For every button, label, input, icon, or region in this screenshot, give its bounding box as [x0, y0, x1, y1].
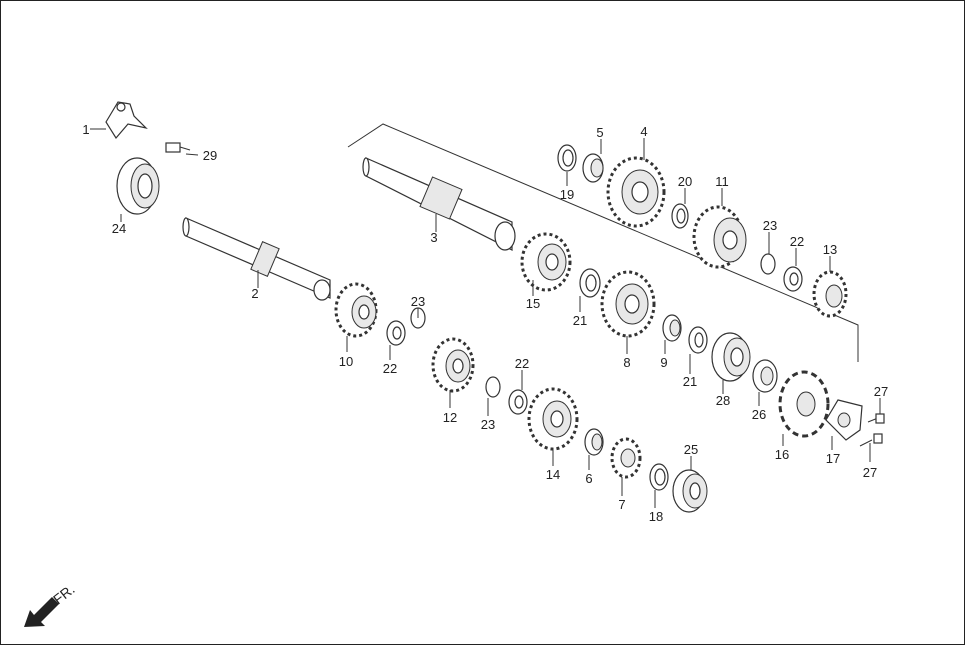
- part-22-washer-upper: [783, 266, 803, 292]
- label-23b: 23: [481, 417, 495, 432]
- label-1: 1: [82, 122, 89, 137]
- part-18-washer: [649, 463, 669, 491]
- part-7-gear: [610, 437, 642, 479]
- front-direction-indicator: FR.: [24, 581, 78, 627]
- part-labels: 1 2 3 4 5 6 7 8 9 10 11 12 13 14 15 16 1…: [82, 122, 888, 524]
- label-8: 8: [623, 355, 630, 370]
- part-29-bolt: [165, 142, 191, 153]
- label-22b: 22: [515, 356, 529, 371]
- part-17-plate: [825, 399, 863, 441]
- label-20: 20: [678, 174, 692, 189]
- label-16: 16: [775, 447, 789, 462]
- part-27-bolt-b: [859, 433, 883, 447]
- label-2: 2: [251, 286, 258, 301]
- label-18: 18: [649, 509, 663, 524]
- front-arrow-icon: [24, 597, 59, 627]
- label-6: 6: [585, 471, 592, 486]
- part-8-gear: [600, 270, 656, 338]
- label-28: 28: [716, 393, 730, 408]
- part-4-gear: [606, 156, 666, 228]
- part-12-gear: [431, 337, 475, 393]
- part-27-bolt-a: [867, 413, 885, 424]
- label-21b: 21: [683, 374, 697, 389]
- part-21-washer-b: [688, 326, 708, 354]
- label-15: 15: [526, 296, 540, 311]
- label-7: 7: [618, 497, 625, 512]
- label-29: 29: [203, 148, 217, 163]
- part-9-bushing: [662, 314, 682, 342]
- part-5-bushing: [582, 153, 604, 183]
- label-17: 17: [826, 451, 840, 466]
- label-4: 4: [640, 124, 647, 139]
- part-26-seal: [752, 359, 778, 393]
- leader-lines: [90, 128, 881, 508]
- label-10: 10: [339, 354, 353, 369]
- part-14-gear: [527, 387, 579, 451]
- label-22a: 22: [383, 361, 397, 376]
- label-3: 3: [430, 230, 437, 245]
- part-24-bearing: [116, 157, 160, 215]
- label-24: 24: [112, 221, 126, 236]
- part-22-washer-a: [386, 320, 406, 346]
- label-5: 5: [596, 125, 603, 140]
- label-12: 12: [443, 410, 457, 425]
- part-21-washer-a: [579, 268, 601, 298]
- part-11-gear: [692, 205, 747, 269]
- label-25: 25: [684, 442, 698, 457]
- label-23c: 23: [763, 218, 777, 233]
- label-27a: 27: [874, 384, 888, 399]
- label-27b: 27: [863, 465, 877, 480]
- part-13-gear: [812, 270, 848, 318]
- part-2-mainshaft: [182, 217, 331, 301]
- part-25-bearing: [672, 469, 708, 513]
- label-26: 26: [752, 407, 766, 422]
- part-19-washer: [557, 144, 577, 172]
- part-15-gear: [520, 232, 572, 292]
- part-3-countershaft: [362, 157, 516, 251]
- label-19: 19: [560, 187, 574, 202]
- label-11: 11: [715, 174, 729, 189]
- part-6-bushing: [584, 428, 604, 456]
- part-16-sprocket: [778, 370, 830, 438]
- label-22c: 22: [790, 234, 804, 249]
- part-10-gear: [334, 282, 378, 338]
- group-outline: [347, 123, 859, 362]
- part-23-circlip-b: [485, 376, 501, 398]
- label-21a: 21: [573, 313, 587, 328]
- label-9: 9: [660, 355, 667, 370]
- part-22-washer-b: [508, 389, 528, 415]
- label-23a: 23: [411, 294, 425, 309]
- label-14: 14: [546, 467, 560, 482]
- label-13: 13: [823, 242, 837, 257]
- part-23-circlip-upper: [760, 253, 776, 275]
- part-20-washer: [671, 203, 689, 229]
- part-28-bearing: [711, 332, 751, 382]
- part-1-arm: [105, 101, 148, 140]
